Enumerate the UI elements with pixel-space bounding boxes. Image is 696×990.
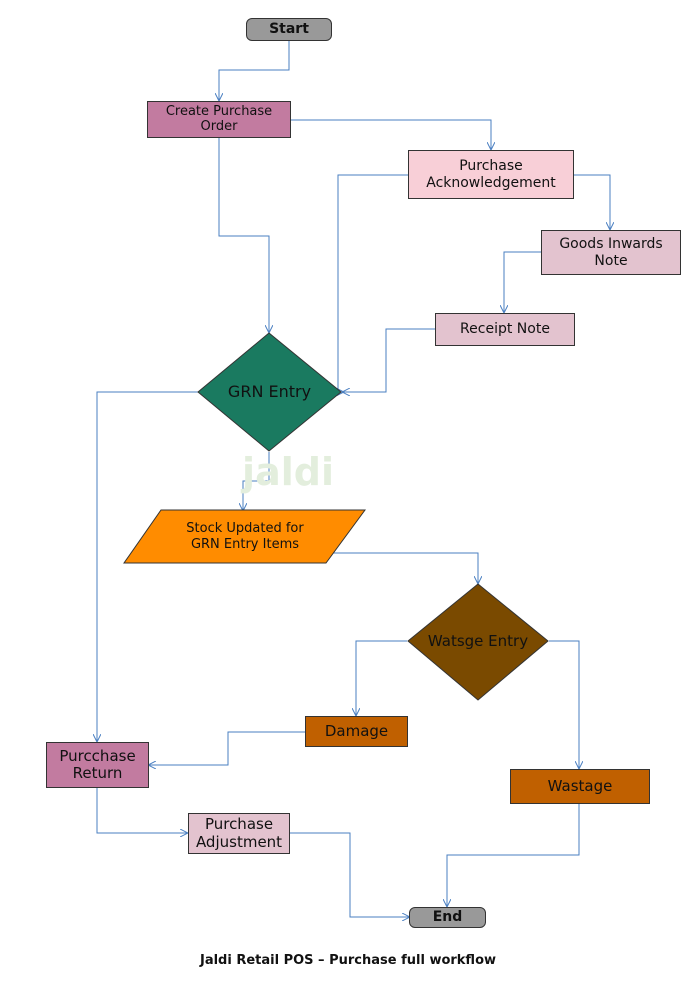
purchase-adjustment-box: Purchase Adjustment [188,813,290,854]
grn-entry-diamond [197,332,342,452]
connector-damage-to-return [149,731,305,765]
connector-we-to-damage [356,640,407,715]
connector-we-to-wastage [549,640,579,768]
create-purchase-order-box: Create Purchase Order [147,101,291,138]
connector-po-to-ack [291,119,491,149]
connector-grn-to-stock [243,452,270,510]
wastage-box: Wastage [510,769,650,804]
connector-gin-to-receipt [504,251,541,312]
diagram-caption: Jaldi Retail POS – Purchase full workflo… [199,953,497,968]
connector-stock-to-wastage-entry [333,537,478,583]
receipt-note-box: Receipt Note [435,313,575,346]
stock-updated-parallelogram [123,509,366,564]
connector-ack-to-grn [338,174,408,392]
connector-grn-to-return [97,391,198,741]
jaldi-watermark: jaldi [242,450,334,494]
goods-inwards-note-box: Goods Inwards Note [541,230,681,275]
connector-wastage-to-end [447,804,580,906]
wastage-entry-diamond [407,583,549,701]
damage-box: Damage [305,716,408,747]
connector-start-to-po [219,41,290,100]
end-terminal: End [409,907,486,928]
stock-updated-label: Stock Updated for GRN Entry Items [186,521,304,552]
purchase-return-box: Purcchase Return [46,742,149,788]
purchase-acknowledgement-box: Purchase Acknowledgement [408,150,574,199]
wastage-entry-label: Watsge Entry [427,632,529,650]
grn-entry-label: GRN Entry [227,382,312,402]
start-terminal: Start [246,18,332,41]
connector-adjustment-to-end [290,832,409,917]
connector-return-to-adjustment [96,788,187,833]
connector-receipt-to-grn [343,328,435,392]
connector-ack-to-gin [574,174,610,229]
connector-po-to-grn [218,138,269,332]
